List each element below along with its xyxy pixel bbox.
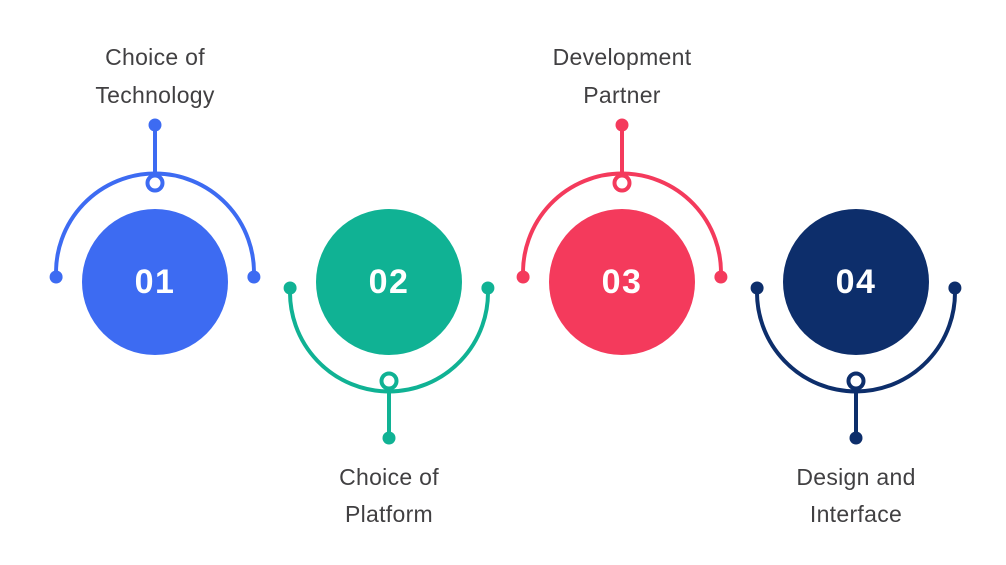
step-label-line-1: Choice of bbox=[105, 44, 205, 70]
step-label-line-2: Platform bbox=[344, 501, 434, 527]
stem-end-dot bbox=[382, 431, 396, 445]
step-label-line-1: Development bbox=[552, 44, 692, 70]
step-circle: 03 bbox=[549, 209, 695, 355]
step-label: Choice of Platform bbox=[269, 459, 509, 533]
step-label-line-2: Partner bbox=[583, 82, 661, 108]
step-label-line-2: Interface bbox=[809, 501, 903, 527]
step-item-3: Development Partner 03 bbox=[502, 0, 742, 565]
node-ring bbox=[379, 371, 399, 391]
step-circle: 01 bbox=[82, 209, 228, 355]
arc-end-dot-left bbox=[516, 270, 530, 284]
step-label-line-1: Choice of bbox=[339, 464, 439, 490]
step-circle: 02 bbox=[316, 209, 462, 355]
step-number: 01 bbox=[134, 262, 176, 301]
step-label: Choice of Technology bbox=[35, 38, 275, 114]
step-label: Development Partner bbox=[502, 38, 742, 114]
arc-end-dot-left bbox=[49, 270, 63, 284]
node-ring bbox=[846, 371, 866, 391]
stem-end-dot bbox=[615, 118, 629, 132]
connector-graphic bbox=[283, 281, 495, 445]
arc-end-dot-right bbox=[714, 270, 728, 284]
step-label-line-2: Technology bbox=[95, 82, 215, 108]
step-label-line-1: Design and bbox=[796, 464, 916, 490]
connector-graphic bbox=[750, 281, 962, 445]
node-ring bbox=[145, 173, 165, 193]
step-circle: 04 bbox=[783, 209, 929, 355]
stem-end-dot bbox=[849, 431, 863, 445]
stem-end-dot bbox=[148, 118, 162, 132]
step-number: 02 bbox=[368, 262, 410, 301]
step-item-2: 02 Choice of Platform bbox=[269, 0, 509, 565]
arc-end-dot-right bbox=[247, 270, 261, 284]
arc-end-dot-left bbox=[283, 281, 297, 295]
step-number: 04 bbox=[835, 262, 877, 301]
node-ring bbox=[612, 173, 632, 193]
arc-end-dot-right bbox=[481, 281, 495, 295]
arc-end-dot-left bbox=[750, 281, 764, 295]
step-label: Design and Interface bbox=[736, 459, 976, 533]
step-number: 03 bbox=[601, 262, 643, 301]
arc-end-dot-right bbox=[948, 281, 962, 295]
connector-graphic bbox=[49, 118, 261, 284]
step-item-1: Choice of Technology 01 bbox=[35, 0, 275, 565]
step-item-4: 04 Design and Interface bbox=[736, 0, 976, 565]
connector-graphic bbox=[516, 118, 728, 284]
